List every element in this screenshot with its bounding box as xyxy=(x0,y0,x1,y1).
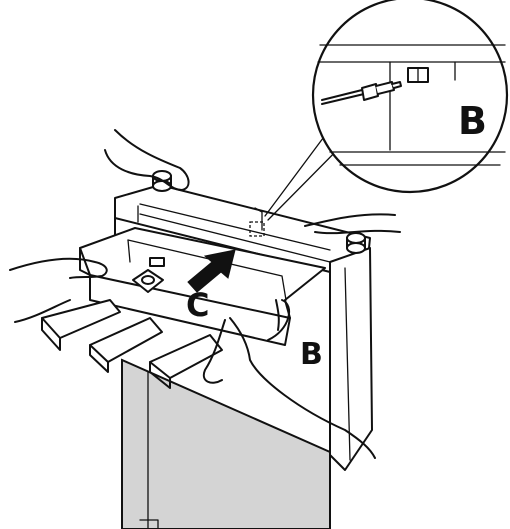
front-board xyxy=(122,360,330,529)
side-label-b: B xyxy=(300,337,323,372)
arrow-label-c: C xyxy=(186,286,209,324)
inset-label-b: B xyxy=(458,99,487,143)
inset-circle xyxy=(313,0,507,192)
